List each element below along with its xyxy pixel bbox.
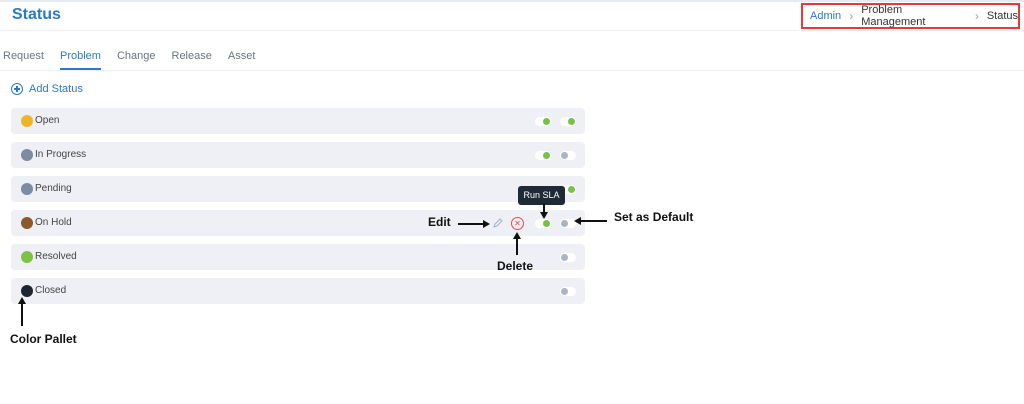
add-status-label: Add Status <box>29 83 83 95</box>
breadcrumb-status: Status <box>986 10 1018 22</box>
annotation-delete: Delete <box>497 259 534 273</box>
status-label: Resolved <box>35 251 77 262</box>
annotation-edit: Edit <box>428 215 451 229</box>
default-toggle[interactable] <box>560 151 576 160</box>
chevron-right-icon: › <box>849 9 854 23</box>
run-sla-toggle[interactable] <box>535 219 551 228</box>
status-label: Closed <box>35 285 67 296</box>
annotation-set-default: Set as Default <box>614 210 694 224</box>
tab-request[interactable]: Request <box>3 50 44 62</box>
color-pallet[interactable] <box>21 149 33 161</box>
tab-problem[interactable]: Problem <box>59 50 101 70</box>
pencil-icon[interactable] <box>493 218 503 228</box>
x-circle-icon[interactable]: ✕ <box>511 217 524 230</box>
run-sla-toggle[interactable] <box>535 117 551 126</box>
delete-arrow-head <box>513 232 521 239</box>
default-toggle[interactable] <box>560 287 576 296</box>
color-pallet-arrow <box>21 302 23 326</box>
default-arrow-head <box>574 217 581 225</box>
edit-arrow <box>458 223 484 225</box>
tab-release[interactable]: Release <box>171 50 212 62</box>
chevron-right-icon: › <box>974 9 979 23</box>
default-toggle[interactable] <box>560 185 576 194</box>
color-pallet[interactable] <box>21 217 33 229</box>
status-label: Pending <box>35 183 72 194</box>
tab-change[interactable]: Change <box>116 50 156 62</box>
status-row-resolved: Resolved <box>11 244 585 270</box>
run-sla-toggle[interactable] <box>535 151 551 160</box>
default-toggle[interactable] <box>560 219 576 228</box>
add-status-button[interactable]: Add Status <box>11 83 83 95</box>
default-toggle[interactable] <box>560 253 576 262</box>
color-pallet[interactable] <box>21 115 33 127</box>
status-row-closed: Closed <box>11 278 585 304</box>
color-pallet-arrow-head <box>18 297 26 304</box>
default-arrow <box>580 220 607 222</box>
default-toggle[interactable] <box>560 117 576 126</box>
status-row-in-progress: In Progress <box>11 142 585 168</box>
top-border <box>0 0 1024 2</box>
tab-asset[interactable]: Asset <box>227 50 256 62</box>
header-divider <box>0 30 1024 31</box>
annotation-color-pallet: Color Pallet <box>10 332 77 346</box>
status-row-open: Open <box>11 108 585 134</box>
plus-circle-icon <box>11 83 23 95</box>
page-title: Status <box>12 6 61 23</box>
tab-bar: Request Problem Change Release Asset <box>3 50 271 70</box>
run-sla-arrow-head <box>540 212 548 219</box>
breadcrumb-admin[interactable]: Admin <box>810 10 842 22</box>
color-pallet[interactable] <box>21 183 33 195</box>
status-row-pending: Pending <box>11 176 585 202</box>
run-sla-tooltip: Run SLA <box>518 186 565 205</box>
edit-arrow-head <box>483 220 490 228</box>
status-label: On Hold <box>35 217 72 228</box>
color-pallet[interactable] <box>21 285 33 297</box>
run-sla-arrow <box>543 204 545 214</box>
status-label: In Progress <box>35 149 87 160</box>
color-pallet[interactable] <box>21 251 33 263</box>
tabs-divider <box>0 70 1024 71</box>
breadcrumb: Admin › Problem Management › Status <box>801 3 1020 29</box>
delete-arrow <box>516 238 518 255</box>
status-label: Open <box>35 115 60 126</box>
breadcrumb-problem-management[interactable]: Problem Management <box>861 4 926 28</box>
